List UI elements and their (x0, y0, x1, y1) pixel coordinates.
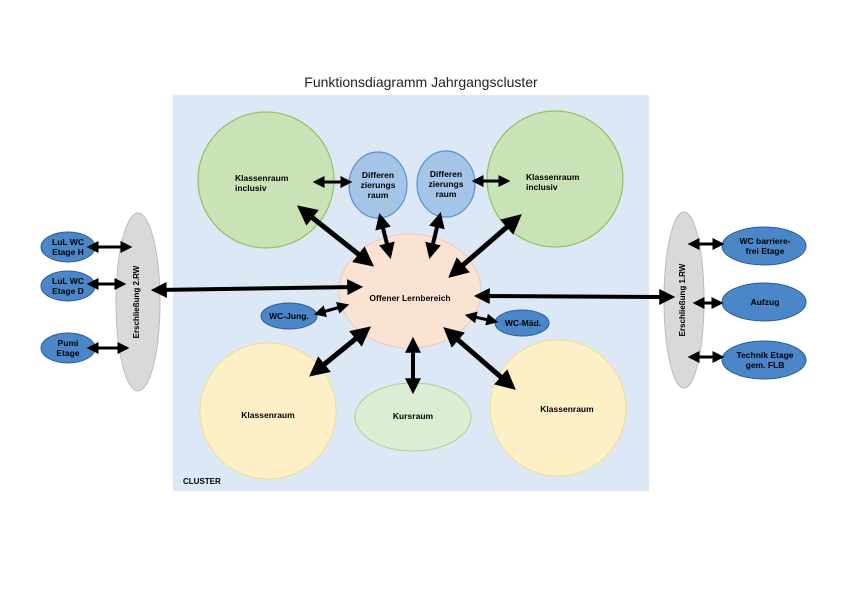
arrow-lernbereich-klassenraum-left (309, 326, 371, 377)
lul-wc-d-node (40, 270, 96, 302)
klassenraum-left-node (199, 342, 337, 480)
arrow-lernbereich-klassenraum-right (443, 327, 516, 390)
wc-maed-node (494, 309, 550, 337)
klassenraum-inklusiv-left-node (197, 111, 335, 249)
diff-left-node (348, 151, 408, 219)
lul-wc-h-node (40, 231, 96, 263)
cluster-label: CLUSTER (183, 477, 221, 486)
wc-jung-node (260, 302, 318, 330)
aufzug-node (721, 282, 807, 322)
arrow-lernbereich-erschliessung1 (473, 288, 676, 305)
arrow-wcjung-lernbereich (313, 302, 350, 317)
arrow-inklusiv-left-lernbereich (296, 205, 375, 267)
erschliessung-2-label: Erschließung 2.RW (132, 265, 141, 339)
offener-lernbereich-node (338, 233, 482, 349)
erschliessung-1-label: Erschließung 1.RW (678, 263, 687, 337)
arrow-lernbereich-wcmaed (464, 311, 499, 326)
wc-barrierefrei-node (721, 226, 807, 266)
diagram-title: Funktionsdiagramm Jahrgangscluster (304, 74, 538, 90)
kursraum-node (354, 382, 472, 452)
arrow-inklusiv-right-lernbereich (448, 214, 522, 278)
klassenraum-right-node (489, 339, 627, 477)
arrow-diff-right-lernbereich (425, 212, 445, 259)
pumi-node (40, 332, 96, 364)
technik-node (721, 340, 807, 380)
arrow-erschliessung2-lernbereich (150, 279, 364, 298)
arrow-diff-left-lernbereich (375, 213, 395, 259)
diff-right-node (416, 150, 476, 218)
